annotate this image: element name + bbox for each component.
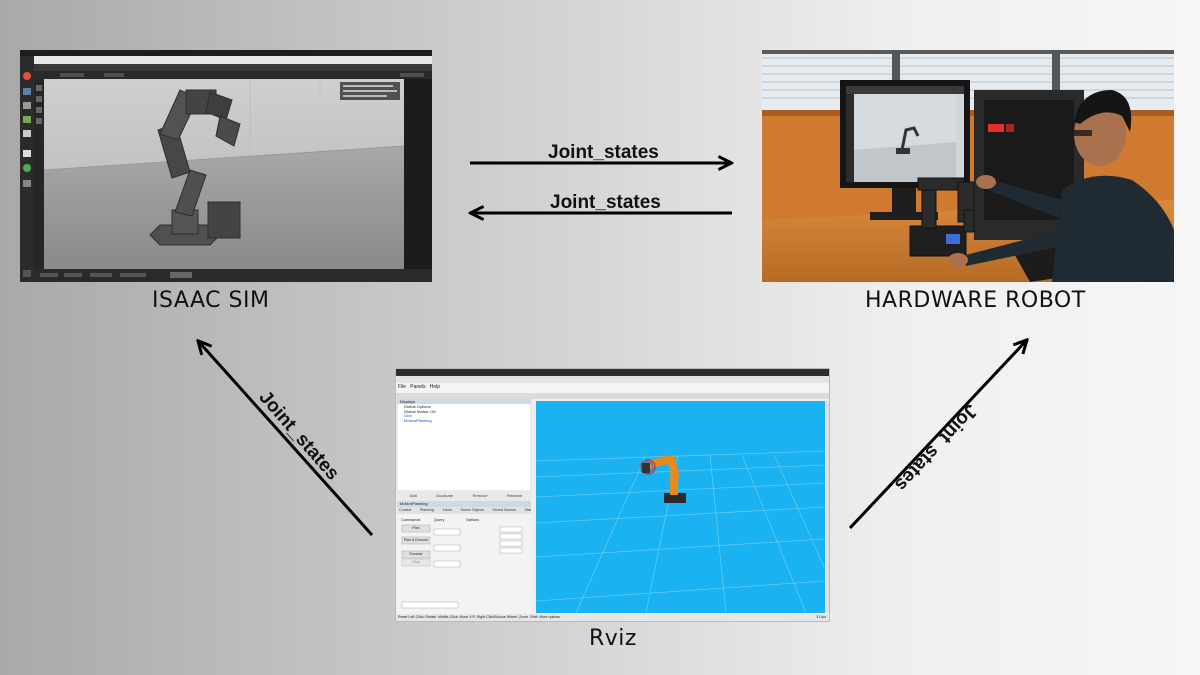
rviz-display-item[interactable]: MotionPlanning xyxy=(404,417,432,423)
rviz-add-button[interactable]: Add xyxy=(409,493,417,498)
rviz-screenshot: File Panels Help Displays Global Options… xyxy=(395,368,830,622)
rviz-menu-panels[interactable]: Panels xyxy=(410,384,426,390)
rviz-query-label: Query xyxy=(434,518,445,522)
edge-label-hw-to-sim: Joint_states xyxy=(550,192,661,213)
rviz-menu-help[interactable]: Help xyxy=(429,384,440,390)
tab-stored-scenes[interactable]: Stored Scenes xyxy=(492,508,516,512)
hardware-robot-photo xyxy=(762,50,1174,282)
rviz-display-item[interactable]: Grid xyxy=(404,413,412,419)
rviz-rename-button[interactable]: Rename xyxy=(507,493,523,498)
edge-label-rviz-to-sim: Joint_states xyxy=(254,386,344,485)
rviz-duplicate-button[interactable]: Duplicate xyxy=(436,493,454,498)
hardware-robot-label: HARDWARE ROBOT xyxy=(865,288,1086,313)
rviz-stop-button[interactable]: Stop xyxy=(412,560,420,564)
rviz-plan-button[interactable]: Plan xyxy=(412,526,420,530)
tab-context[interactable]: Context xyxy=(399,508,412,512)
operator-person xyxy=(948,90,1174,282)
rviz-robot-model xyxy=(640,455,686,503)
isaac-sim-screenshot xyxy=(20,50,432,282)
rviz-motion-title: MotionPlanning xyxy=(400,501,428,506)
rviz-label: Rviz xyxy=(589,626,637,651)
tab-planning[interactable]: Planning xyxy=(419,508,434,512)
rviz-commands-label: Commands xyxy=(401,518,421,522)
rviz-status-bar: Reset Left-Click: Rotate. Middle-Click: … xyxy=(398,615,562,619)
rviz-plan-execute-button[interactable]: Plan & Execute xyxy=(403,538,429,542)
rviz-displays-title: Displays xyxy=(400,399,416,404)
tab-joints[interactable]: Joints xyxy=(442,508,452,512)
edge-label-rviz-to-hw: Joint_states xyxy=(890,399,982,496)
rviz-menu-file[interactable]: File xyxy=(398,384,407,390)
rviz-display-item[interactable]: Global Status: OK xyxy=(404,408,437,414)
rviz-displays-buttons: Add Duplicate Remove Rename xyxy=(400,493,532,498)
rviz-fps: 31 fps xyxy=(816,615,826,619)
tab-scene-objects[interactable]: Scene Objects xyxy=(460,508,484,512)
rviz-display-item[interactable]: Global Options xyxy=(404,404,431,409)
edge-label-sim-to-hw: Joint_states xyxy=(548,142,659,163)
tab-status[interactable]: Stat xyxy=(524,508,531,512)
rviz-displays-tree: Global Options Global Status: OK Grid Mo… xyxy=(404,404,437,423)
rviz-execute-button[interactable]: Execute xyxy=(409,552,423,556)
rviz-motion-tabs: Context Planning Joints Scene Objects St… xyxy=(399,508,531,512)
rviz-remove-button[interactable]: Remove xyxy=(472,493,488,498)
rviz-menu: File Panels Help xyxy=(398,384,440,390)
isaac-robot-arm xyxy=(149,89,241,246)
rviz-options-label: Options xyxy=(466,518,480,522)
isaac-sim-label: ISAAC SIM xyxy=(152,288,270,313)
